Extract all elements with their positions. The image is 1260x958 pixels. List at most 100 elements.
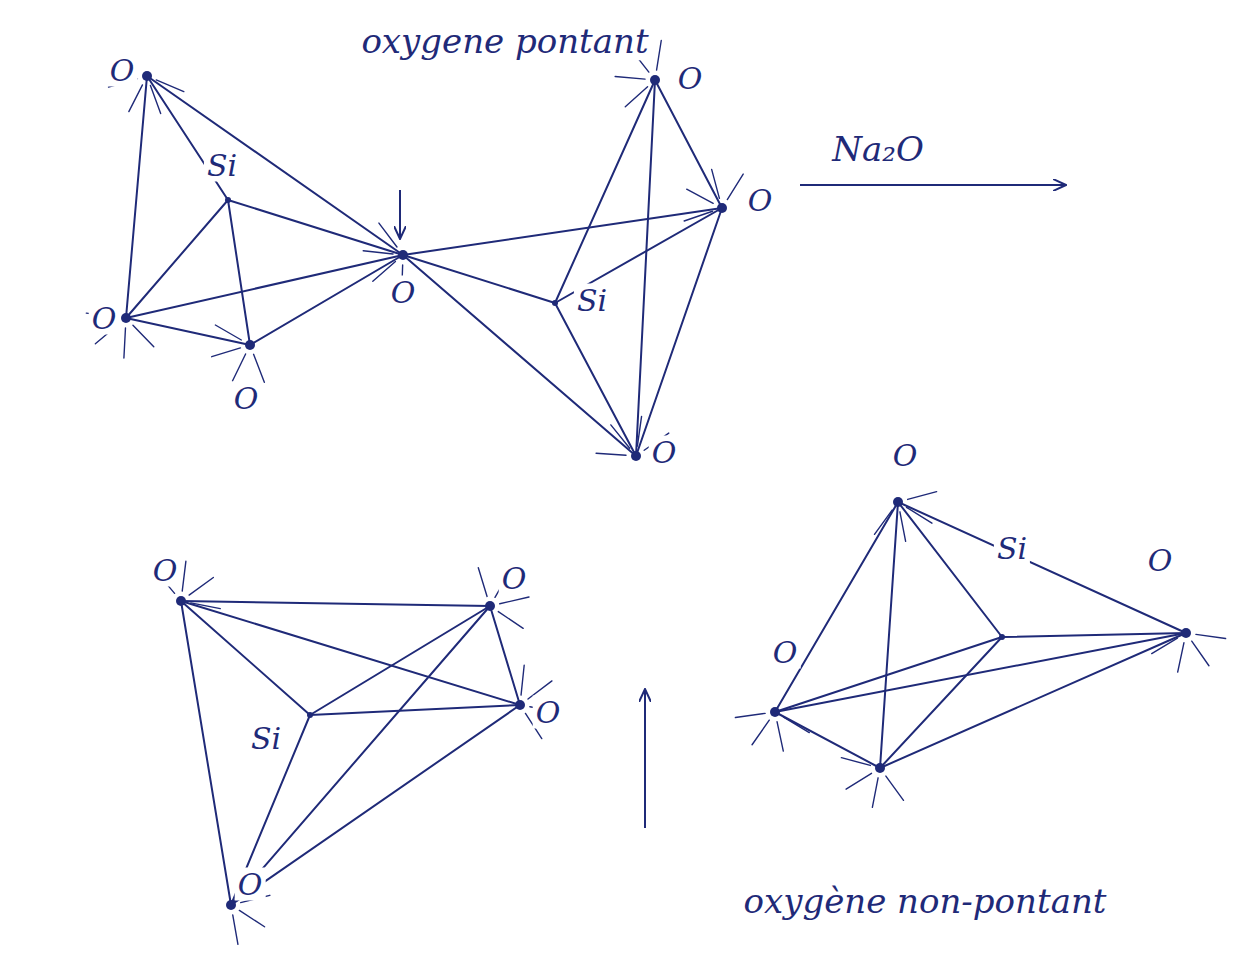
atom-label: Si (204, 149, 240, 182)
bond-stub (784, 717, 810, 732)
atom-dot (717, 203, 727, 213)
bond-stub (478, 568, 487, 597)
atom-dot (245, 340, 255, 350)
atom-dot (1181, 628, 1191, 638)
bond-line (126, 255, 403, 318)
bond-stub (498, 612, 523, 629)
bond-line (181, 601, 520, 705)
bond-stub (182, 561, 186, 591)
atom-dot (176, 596, 186, 606)
atom-label: O (150, 554, 181, 587)
atom-label: O (770, 636, 801, 669)
bond-stub (684, 211, 712, 221)
bond-stub (1152, 638, 1178, 653)
atom-dot (875, 763, 885, 773)
bond-line (775, 712, 880, 768)
bond-stub (129, 85, 143, 112)
bond-line (181, 601, 231, 905)
bond-line (147, 76, 403, 255)
atom-dot (515, 700, 525, 710)
atom-dot (631, 451, 641, 461)
bond-stub (906, 507, 931, 523)
atom-dot (307, 712, 313, 718)
atom-dot (999, 634, 1005, 640)
bond-stub (150, 85, 160, 113)
bond-line (231, 606, 490, 905)
bond-line (898, 502, 1186, 633)
bond-stub (615, 77, 645, 80)
atom-dot (225, 197, 231, 203)
bond-stub (521, 665, 524, 695)
bond-stub (233, 915, 238, 945)
bond-line (555, 303, 636, 456)
atom-label: Na₂O (829, 131, 927, 168)
bond-stub (1196, 634, 1226, 638)
bond-line (775, 633, 1186, 712)
bond-stub (908, 492, 937, 500)
bond-stub (687, 189, 713, 203)
bond-stub (611, 425, 630, 448)
bond-line (231, 705, 520, 905)
atom-dot (226, 900, 236, 910)
bond-line (126, 200, 228, 318)
atom-dot (770, 707, 780, 717)
pointer-arrow (644, 690, 646, 828)
atom-dot (552, 300, 558, 306)
atom-dot (893, 497, 903, 507)
atom-dot (485, 601, 495, 611)
atom-label: O (675, 62, 706, 95)
bond-line (403, 208, 722, 255)
bond-line (775, 502, 898, 712)
bond-line (310, 606, 490, 715)
atom-label: Si (248, 722, 284, 755)
bond-line (403, 255, 555, 303)
atom-label: Si (574, 284, 610, 317)
bond-line (898, 502, 1002, 637)
atom-label: O (649, 436, 680, 469)
atom-label: O (745, 184, 776, 217)
bond-stub (712, 169, 720, 198)
bond-line (880, 502, 898, 768)
bond-stub (500, 597, 529, 604)
bond-stub (727, 174, 743, 199)
bond-stub (637, 416, 641, 446)
bond-stub (239, 910, 264, 926)
bond-stub (872, 778, 878, 807)
bond-line (655, 80, 722, 208)
bond-stub (777, 722, 783, 751)
atom-label: Si (994, 532, 1030, 565)
bond-line (181, 601, 310, 715)
atom-label: O (1145, 544, 1176, 577)
bond-stub (735, 713, 765, 717)
bond-stub (846, 773, 871, 789)
bond-line (181, 601, 490, 606)
bond-stub (363, 251, 393, 254)
bond-stub (874, 510, 892, 534)
bond-line (636, 80, 655, 456)
atom-label: O (499, 562, 530, 595)
atom-label: O (231, 382, 262, 415)
bond-line (636, 208, 722, 456)
bond-stub (379, 223, 397, 247)
atom-label: O (388, 276, 419, 309)
atom-label: O (107, 54, 138, 87)
atom-dot (650, 75, 660, 85)
atom-dot (398, 250, 408, 260)
bond-stub (900, 512, 906, 541)
bond-stub (625, 87, 647, 107)
bond-stub (124, 328, 126, 358)
bond-stub (657, 40, 662, 70)
bond-line (228, 200, 250, 345)
bond-line (880, 637, 1002, 768)
bond-line (880, 633, 1186, 768)
bond-stub (254, 354, 265, 382)
bond-stub (596, 453, 626, 455)
bond-stub (133, 325, 154, 347)
bond-line (310, 705, 520, 715)
bond-line (1002, 633, 1186, 637)
atom-dot (142, 71, 152, 81)
bond-stub (215, 325, 241, 340)
bond-stub (752, 720, 769, 745)
